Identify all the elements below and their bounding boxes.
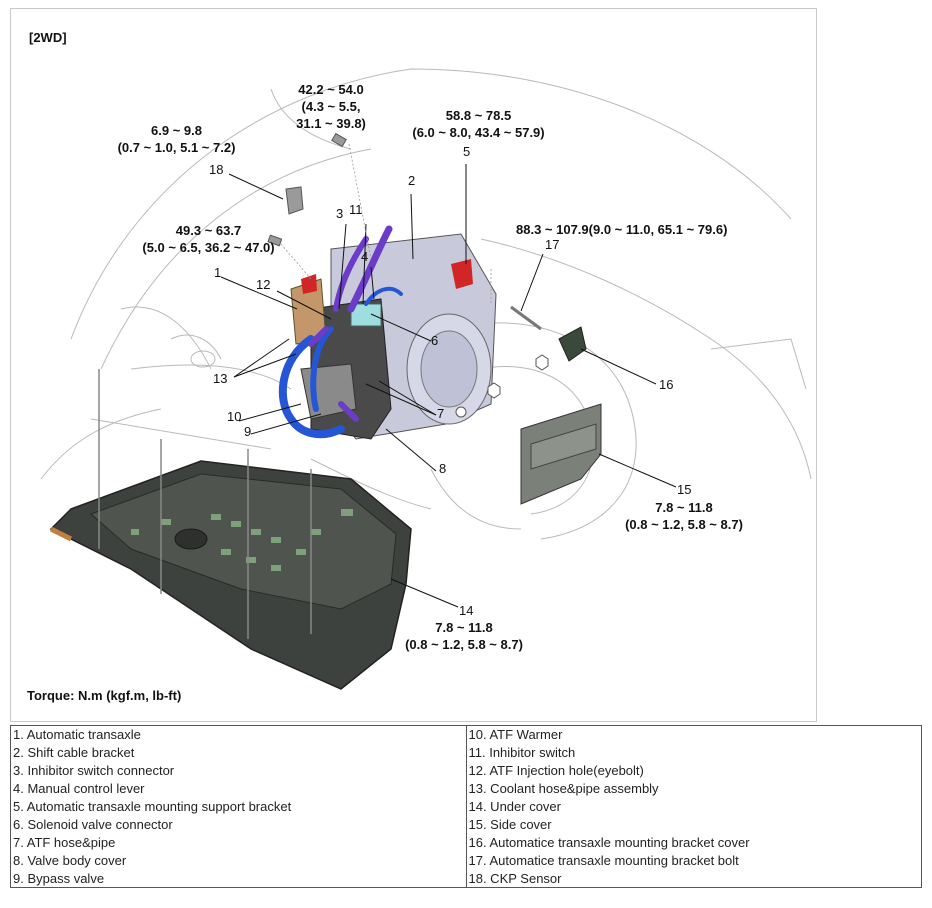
legend-item: 1. Automatic transaxle <box>10 725 467 744</box>
torque-spec-ckp-sensor: 6.9 ~ 9.8(0.7 ~ 1.0, 5.1 ~ 7.2) <box>117 123 236 155</box>
torque-spec-eyebolt: 49.3 ~ 63.7(5.0 ~ 6.5, 36.2 ~ 47.0) <box>142 223 275 255</box>
legend-item: 17. Automatice transaxle mounting bracke… <box>468 852 739 868</box>
legend-item: 2. Shift cable bracket <box>10 743 467 762</box>
callout-4: 4 <box>361 249 369 264</box>
torque-unit-note: Torque: N.m (kgf.m, lb-ft) <box>27 688 182 703</box>
callout-7b: 7 <box>437 406 445 421</box>
side-cover-part <box>520 403 602 505</box>
legend-item: 12. ATF Injection hole(eyebolt) <box>468 763 644 779</box>
variant-label: [2WD] <box>29 30 67 45</box>
callout-16: 16 <box>659 377 674 392</box>
callout-3: 3 <box>336 206 344 221</box>
callout-14: 14 <box>459 603 474 618</box>
legend-item: 13. Coolant hose&pipe assembly <box>468 781 659 797</box>
callout-12: 12 <box>256 277 271 292</box>
callout-11: 11 <box>349 202 363 217</box>
leader-lines <box>220 164 677 608</box>
torque-spec-mounting-support-bracket: 58.8 ~ 78.5(6.0 ~ 8.0, 43.4 ~ 57.9) <box>412 108 545 140</box>
legend-item: 18. CKP Sensor <box>468 870 562 886</box>
callout-8: 8 <box>439 461 447 476</box>
callout-6: 6 <box>431 333 439 348</box>
mounting-bolt-lines <box>98 369 312 639</box>
exploded-view-figure: [2WD] 6.9 ~ 9.8(0.7 ~ 1.0, 5.1 ~ 7.2) 42… <box>10 8 817 722</box>
callout-13: 13 <box>213 371 228 386</box>
legend-item: 4. Manual control lever <box>10 779 467 798</box>
bolt-icons <box>267 132 549 418</box>
legend-row: 5. Automatic transaxle mounting support … <box>10 797 922 816</box>
legend-item: 7. ATF hose&pipe <box>10 833 467 852</box>
callout-10: 10 <box>227 409 242 424</box>
under-cover-part <box>49 460 412 690</box>
callout-17: 17 <box>545 237 560 252</box>
callout-18: 18 <box>209 162 224 177</box>
legend-item: 14. Under cover <box>468 799 562 814</box>
legend-item: 16. Automatice transaxle mounting bracke… <box>468 834 750 850</box>
legend-item: 8. Valve body cover <box>10 851 467 870</box>
callout-2: 2 <box>408 173 416 188</box>
callout-1: 1 <box>214 265 222 280</box>
legend-item: 9. Bypass valve <box>10 869 467 888</box>
bracket-cover-part <box>558 326 587 362</box>
hose-assembly <box>278 225 403 439</box>
torque-spec-side-cover: 7.8 ~ 11.8(0.8 ~ 1.2, 5.8 ~ 8.7) <box>625 500 743 532</box>
legend-item: 11. Inhibitor switch <box>468 745 576 761</box>
legend-item: 5. Automatic transaxle mounting support … <box>10 797 467 816</box>
drawing-canvas <box>40 68 812 690</box>
callout-9: 9 <box>244 424 252 439</box>
legend-item: 10. ATF Warmer <box>468 727 563 743</box>
legend-item: 15. Side cover <box>468 816 552 832</box>
guide-lines <box>280 143 492 304</box>
callout-5: 5 <box>463 144 471 159</box>
torque-spec-top-bolt: 42.2 ~ 54.0(4.3 ~ 5.5,31.1 ~ 39.8) <box>296 82 366 131</box>
legend-item: 3. Inhibitor switch connector <box>10 761 467 780</box>
callout-15: 15 <box>677 482 692 497</box>
torque-spec-under-cover: 7.8 ~ 11.8(0.8 ~ 1.2, 5.8 ~ 8.7) <box>405 620 523 652</box>
legend-item: 6. Solenoid valve connector <box>10 815 467 834</box>
torque-spec-mounting-bracket-bolt: 88.3 ~ 107.9(9.0 ~ 11.0, 65.1 ~ 79.6) <box>516 222 728 237</box>
